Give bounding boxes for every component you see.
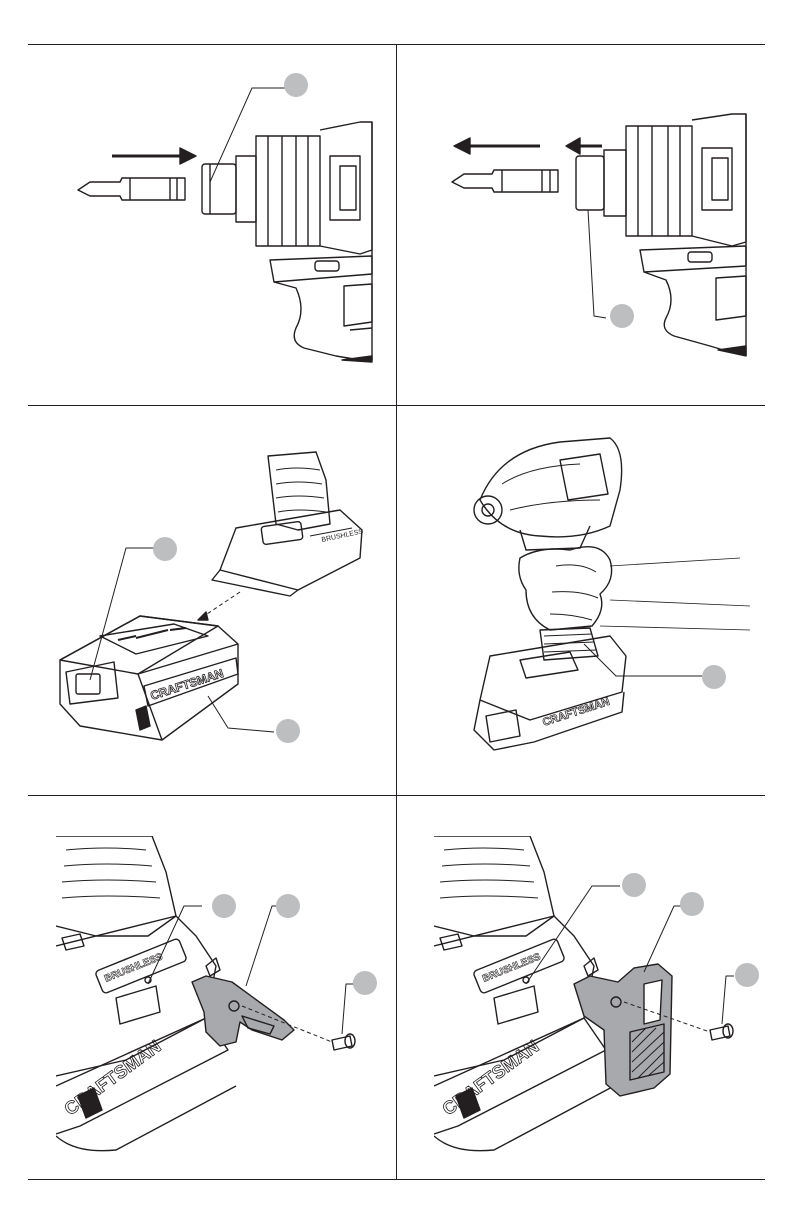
base-brand-text: CRAFTSMAN <box>61 1036 165 1119</box>
column-divider <box>396 44 397 1179</box>
battery-brand-text: CRAFTSMAN <box>541 696 611 729</box>
bottom-rule <box>28 1179 765 1180</box>
callout-marker <box>284 73 308 97</box>
callout-marker <box>276 719 300 743</box>
figure-attach-belt-hook: BRUSHLESS CRAFTSMAN <box>56 836 386 1166</box>
battery-brand-text: CRAFTSMAN <box>149 666 226 703</box>
figure-remove-bit <box>430 60 760 380</box>
callout-marker <box>276 894 300 918</box>
figure-attach-battery: BRUSHLESS CRAFTSMAN <box>40 440 380 760</box>
figure-attach-bit-holder: BRUSHLESS CRAFTSMAN <box>434 836 764 1166</box>
callout-marker <box>212 894 236 918</box>
callout-marker <box>353 971 377 995</box>
callout-marker <box>610 304 634 328</box>
base-brand-text: CRAFTSMAN <box>439 1036 543 1119</box>
callout-marker <box>680 892 704 916</box>
figure-hold-tool: CRAFTSMAN <box>460 430 760 760</box>
callout-marker <box>702 665 726 689</box>
figure-insert-bit <box>60 60 390 380</box>
callout-marker <box>153 537 177 561</box>
callout-marker <box>622 873 646 897</box>
callout-marker <box>735 963 759 987</box>
brushless-badge-text: BRUSHLESS <box>321 528 364 544</box>
